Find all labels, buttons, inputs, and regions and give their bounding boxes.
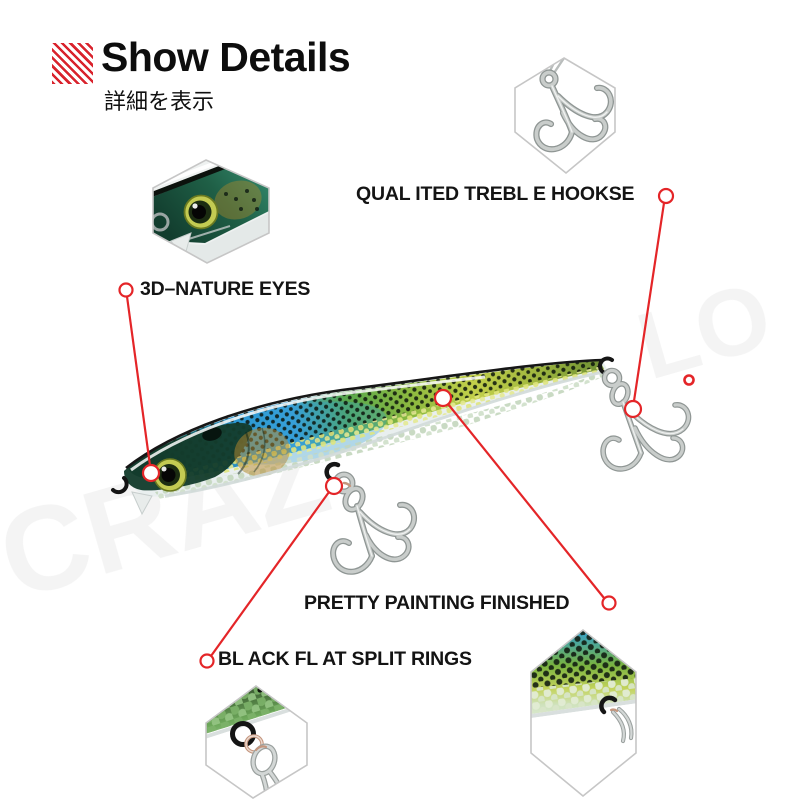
watermark-fragment-right: LO [627,262,783,400]
marker-hooks-target [623,399,643,419]
lure-photo [111,356,692,575]
callout-label-treble-hooks: QUAL ITED TREBL E HOOKSE [356,183,635,205]
marker-eyes-target [141,463,161,483]
red-hatched-square-icon [52,43,93,84]
hex-black-flat-ring [230,721,256,747]
hex-thumb-split-rings [205,685,308,799]
callout-line-painting [447,403,605,599]
marker-hooks-label [657,187,675,205]
marker-rings-label [199,653,215,669]
callout-line-rings [210,491,330,657]
marker-painting-target [433,388,453,408]
callout-line-hooks [632,202,666,402]
hex-thumb-painting [530,628,637,798]
callout-lines [125,202,666,657]
belly-hanger [324,461,341,482]
marker-red-dot [683,374,695,386]
hex-thumb-eye [152,159,270,264]
hex-nose-ring [153,212,170,232]
page-subtitle-japanese: 詳細を表示 [104,90,215,115]
callout-label-painting: PRETTY PAINTING FINISHED [304,592,570,614]
callout-label-split-rings: BL ACK FL AT SPLIT RINGS [218,648,472,670]
hex-thumb-hook [514,57,616,175]
tail-hanger [598,356,614,374]
callout-label-eyes: 3D–NATURE EYES [140,278,311,300]
page-title: Show Details [101,34,351,80]
marker-rings-target [324,476,344,496]
callout-markers [118,187,695,669]
lure-back-line [125,358,604,470]
marker-painting-label [601,595,617,611]
belly-treble-hook [330,471,417,575]
hex-hook-wires [609,706,634,744]
hex-black-hanger [599,695,618,715]
marker-eyes-label [118,282,134,298]
nose-ring [111,476,129,495]
callout-line-eyes [125,296,152,466]
lure-eye [153,458,187,492]
lure-lip [131,491,153,516]
hex-eye-detail [183,194,219,230]
